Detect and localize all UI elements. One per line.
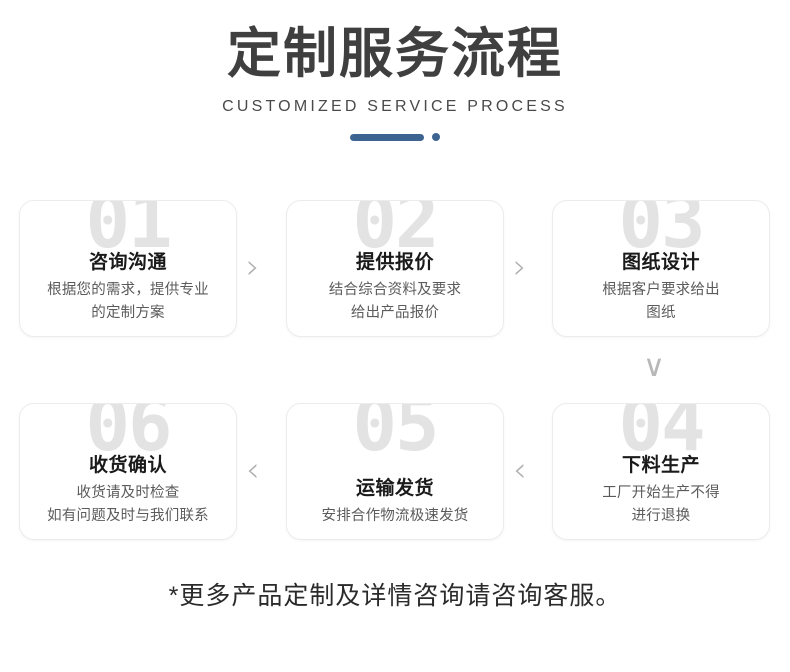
step-number-watermark: 01 <box>85 200 172 265</box>
step-title: 收货确认 <box>88 455 167 477</box>
step-card-body: 咨询沟通 根据您的需求，提供专业 的定制方案 <box>20 251 236 324</box>
step-description: 安排合作物流极速发货 <box>287 505 503 527</box>
step-title: 图纸设计 <box>621 252 700 274</box>
step-description: 工厂开始生产不得 进行退换 <box>553 482 769 527</box>
process-flow: 01 咨询沟通 根据您的需求，提供专业 的定制方案 › 02 提供报价 结合综合… <box>0 200 790 606</box>
step-title: 下料生产 <box>621 455 700 477</box>
process-row-bottom: 06 收货确认 收货请及时检查 如有问题及时与我们联系 ‹ 05 运输发货 安排… <box>0 403 790 540</box>
step-card-body: 运输发货 安排合作物流极速发货 <box>287 477 503 527</box>
step-card-body: 收货确认 收货请及时检查 如有问题及时与我们联系 <box>20 454 236 527</box>
chevron-right-icon: › <box>246 247 260 287</box>
step-description-line: 进行退换 <box>631 507 691 524</box>
step-number-watermark: 05 <box>352 403 439 468</box>
chevron-down-icon: ∨ <box>643 350 665 383</box>
step-description: 结合综合资料及要求 给出产品报价 <box>287 279 503 324</box>
step-description-line: 的定制方案 <box>91 304 165 321</box>
step-description-line: 给出产品报价 <box>350 304 440 321</box>
step-description-line: 结合综合资料及要求 <box>328 282 462 299</box>
process-step-card-05[interactable]: 05 运输发货 安排合作物流极速发货 <box>286 403 504 540</box>
step-title: 咨询沟通 <box>88 252 167 274</box>
page-title: 定制服务流程 <box>227 24 563 84</box>
step-title: 提供报价 <box>355 252 434 274</box>
step-description: 收货请及时检查 如有问题及时与我们联系 <box>20 482 236 527</box>
step-number-watermark: 04 <box>618 403 705 468</box>
step-description-line: 工厂开始生产不得 <box>602 485 720 502</box>
step-number-watermark: 03 <box>618 200 705 265</box>
process-step-card-04[interactable]: 04 下料生产 工厂开始生产不得 进行退换 <box>552 403 770 540</box>
step-number-watermark: 02 <box>352 200 439 265</box>
process-row-top: 01 咨询沟通 根据您的需求，提供专业 的定制方案 › 02 提供报价 结合综合… <box>0 200 790 337</box>
step-card-body: 提供报价 结合综合资料及要求 给出产品报价 <box>287 251 503 324</box>
step-description-line: 图纸 <box>646 304 676 321</box>
step-description-line: 根据您的需求，提供专业 <box>47 282 209 299</box>
process-step-card-06[interactable]: 06 收货确认 收货请及时检查 如有问题及时与我们联系 <box>19 403 237 540</box>
page-header: 定制服务流程 CUSTOMIZED SERVICE PROCESS <box>0 0 790 142</box>
step-title: 运输发货 <box>355 477 434 499</box>
footer-note: *更多产品定制及详情咨询请咨询客服。 <box>168 582 622 610</box>
step-number-watermark: 06 <box>85 403 172 468</box>
chevron-right-icon: › <box>513 247 527 287</box>
step-description-line: 如有问题及时与我们联系 <box>47 507 209 524</box>
process-step-card-01[interactable]: 01 咨询沟通 根据您的需求，提供专业 的定制方案 <box>19 200 237 337</box>
process-step-card-02[interactable]: 02 提供报价 结合综合资料及要求 给出产品报价 <box>286 200 504 337</box>
divider-bar <box>350 133 424 141</box>
process-step-card-03[interactable]: 03 图纸设计 根据客户要求给出 图纸 <box>552 200 770 337</box>
step-description-line: 根据客户要求给出 <box>602 282 720 299</box>
divider-dot <box>432 133 440 142</box>
step-card-body: 下料生产 工厂开始生产不得 进行退换 <box>553 454 769 527</box>
chevron-left-icon: ‹ <box>246 450 260 490</box>
step-description: 根据客户要求给出 图纸 <box>553 279 769 324</box>
step-card-body: 图纸设计 根据客户要求给出 图纸 <box>553 251 769 324</box>
step-description: 根据您的需求，提供专业 的定制方案 <box>20 279 236 324</box>
step-description-line: 收货请及时检查 <box>76 485 180 502</box>
chevron-left-icon: ‹ <box>513 450 527 490</box>
step-description-line: 安排合作物流极速发货 <box>321 507 469 524</box>
page-subtitle: CUSTOMIZED SERVICE PROCESS <box>222 98 568 116</box>
title-divider <box>0 132 790 142</box>
